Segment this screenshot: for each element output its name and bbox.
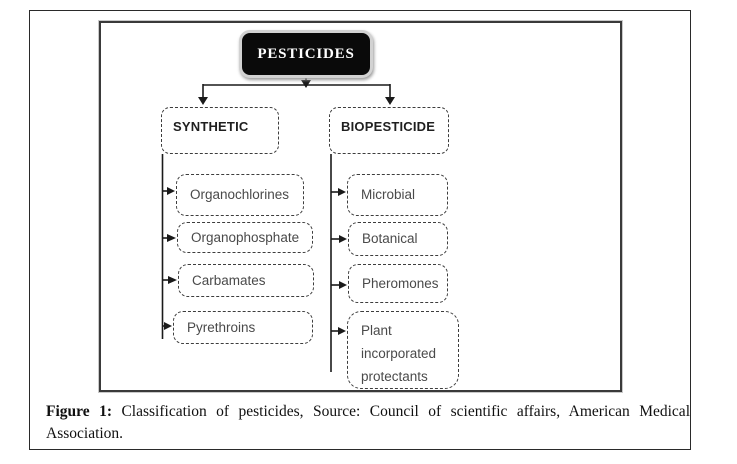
figure-border: PESTICIDES SYNTHETIC BIOPESTICIDE Organo… — [29, 10, 691, 450]
figure-caption-label: Figure 1: — [46, 403, 112, 420]
node-microbial-label: Microbial — [361, 187, 416, 202]
node-synthetic-label: SYNTHETIC — [173, 119, 249, 134]
node-plant-incorporated-protectants-label: Plant incorporated protectants — [361, 323, 437, 384]
node-pheromones-label: Pheromones — [362, 275, 439, 291]
node-botanical: Botanical — [348, 222, 448, 256]
node-pheromones: Pheromones — [348, 264, 448, 303]
node-organochlorines: Organochlorines — [176, 174, 304, 216]
node-organochlorines-label: Organochlorines — [190, 187, 290, 202]
node-pyrethroins-label: Pyrethroins — [187, 319, 256, 335]
node-carbamates-label: Carbamates — [192, 272, 266, 288]
node-synthetic: SYNTHETIC — [161, 107, 279, 154]
node-pesticides-label: PESTICIDES — [257, 45, 355, 62]
diagram-area: PESTICIDES SYNTHETIC BIOPESTICIDE Organo… — [99, 21, 622, 392]
figure-caption-line1: Figure 1: Classification of pesticides, … — [46, 401, 690, 423]
node-pyrethroins: Pyrethroins — [173, 311, 313, 344]
figure-caption: Figure 1: Classification of pesticides, … — [46, 401, 690, 445]
node-organophosphate-label: Organophosphate — [191, 229, 300, 245]
node-plant-incorporated-protectants: Plant incorporated protectants — [347, 311, 459, 389]
node-organophosphate: Organophosphate — [177, 222, 313, 253]
node-pesticides: PESTICIDES — [239, 30, 373, 78]
node-carbamates: Carbamates — [178, 264, 314, 297]
node-microbial: Microbial — [347, 174, 448, 216]
figure-caption-line2: Association. — [46, 425, 124, 442]
node-biopesticide: BIOPESTICIDE — [329, 107, 449, 154]
node-botanical-label: Botanical — [362, 231, 418, 246]
figure-caption-text: Classification of pesticides, Source: Co… — [121, 403, 690, 420]
node-biopesticide-label: BIOPESTICIDE — [341, 119, 436, 134]
